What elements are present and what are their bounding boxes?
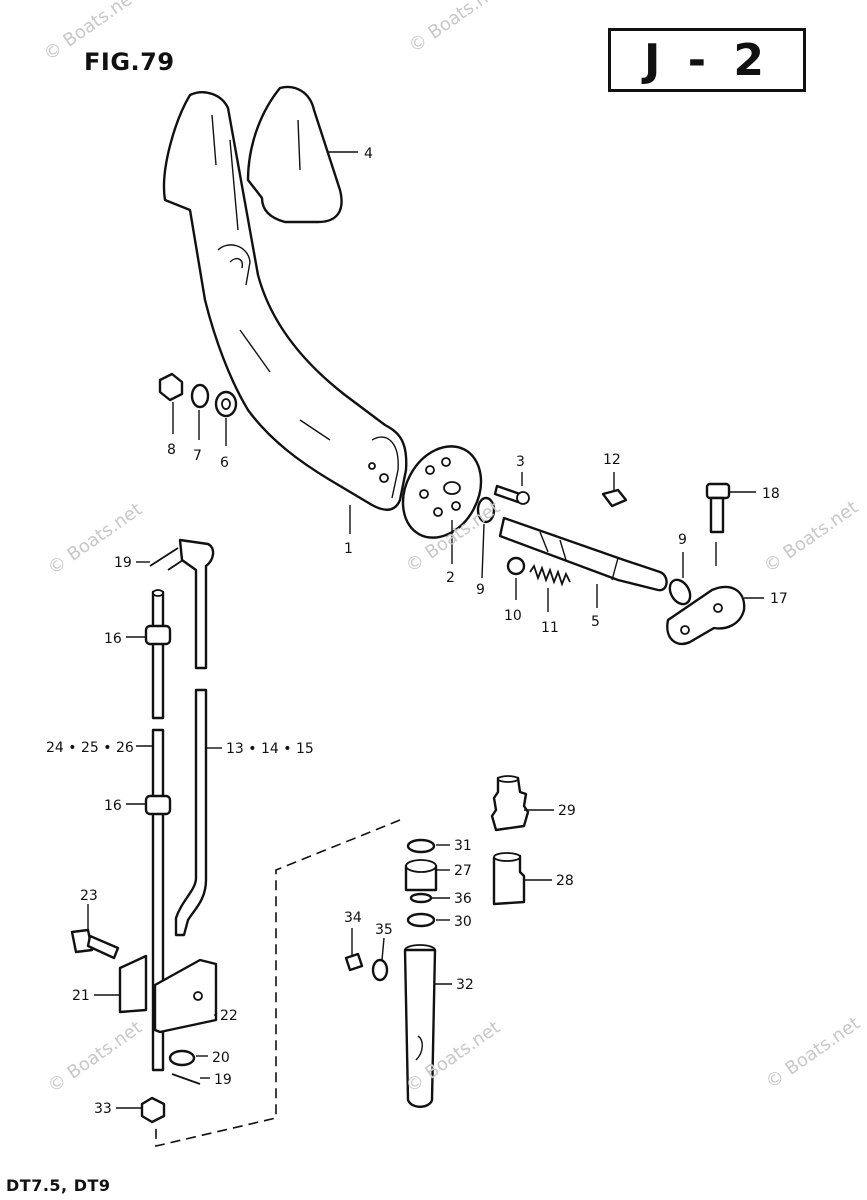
part-9-o-ring-b bbox=[668, 578, 692, 606]
part-34-screw bbox=[344, 952, 364, 972]
section-code-box: J - 2 bbox=[608, 28, 806, 92]
part-33-nut bbox=[140, 1096, 166, 1124]
callout-19a: 19 bbox=[114, 555, 132, 571]
callout-6: 6 bbox=[220, 455, 229, 471]
callout-29: 29 bbox=[558, 803, 576, 819]
callout-19b: 19 bbox=[214, 1072, 232, 1088]
part-1-clamp-bracket bbox=[162, 91, 408, 511]
part-16-grommet-a bbox=[144, 624, 172, 646]
part-21-clip bbox=[118, 954, 148, 1014]
callout-3: 3 bbox=[516, 454, 525, 470]
callout-34: 34 bbox=[344, 910, 362, 926]
callout-35: 35 bbox=[375, 922, 393, 938]
callout-18: 18 bbox=[762, 486, 780, 502]
callout-5: 5 bbox=[591, 614, 600, 630]
callout-12: 12 bbox=[603, 452, 621, 468]
part-28-bushing bbox=[492, 852, 526, 906]
callout-21: 21 bbox=[72, 988, 90, 1004]
callout-8: 8 bbox=[167, 442, 176, 458]
part-17-lever bbox=[666, 585, 746, 646]
callout-33: 33 bbox=[94, 1101, 112, 1117]
callout-labels: 1 2 3 4 5 6 7 8 9 9 10 11 12 13 • 14 • 1… bbox=[46, 146, 788, 1117]
part-18-pin bbox=[705, 482, 731, 534]
model-label: DT7.5, DT9 bbox=[6, 1176, 111, 1195]
callout-7: 7 bbox=[193, 448, 202, 464]
part-19-screw-bottom bbox=[171, 1073, 201, 1085]
callout-13-14-15: 13 • 14 • 15 bbox=[226, 741, 314, 757]
part-31-ring bbox=[406, 838, 436, 854]
part-16-grommet-b bbox=[144, 794, 172, 816]
part-4-cover bbox=[246, 85, 343, 224]
callout-17: 17 bbox=[770, 591, 788, 607]
part-10-ball bbox=[506, 556, 526, 576]
callout-22: 22 bbox=[220, 1008, 238, 1024]
assembly-dash-line bbox=[155, 819, 401, 1148]
part-30-washer bbox=[406, 912, 436, 928]
callout-1: 1 bbox=[344, 541, 353, 557]
part-35-washer bbox=[371, 958, 389, 982]
callout-27: 27 bbox=[454, 863, 472, 879]
part-24-shift-rod bbox=[151, 589, 165, 1072]
part-3-bolt bbox=[493, 484, 530, 505]
callout-10: 10 bbox=[504, 608, 522, 624]
part-36-washer bbox=[409, 892, 433, 904]
part-27-bushing bbox=[404, 859, 438, 892]
callout-31: 31 bbox=[454, 838, 472, 854]
figure-title: FIG.79 bbox=[84, 48, 175, 76]
callout-11: 11 bbox=[541, 620, 559, 636]
callout-32: 32 bbox=[456, 977, 474, 993]
part-5-shaft bbox=[498, 516, 668, 592]
callout-23: 23 bbox=[80, 888, 98, 904]
leader-lines bbox=[87, 151, 764, 1109]
part-2-plate bbox=[401, 445, 483, 539]
callout-9a: 9 bbox=[476, 582, 485, 598]
callout-24-25-26: 24 • 25 • 26 bbox=[46, 740, 134, 756]
part-9-o-ring-a bbox=[476, 496, 496, 524]
section-code: J - 2 bbox=[644, 34, 770, 86]
part-23-bolt bbox=[70, 928, 120, 960]
part-12-fitting bbox=[601, 488, 628, 508]
part-32-shaft bbox=[403, 944, 437, 1108]
callout-20: 20 bbox=[212, 1050, 230, 1066]
part-29-boot bbox=[490, 775, 530, 832]
part-8-nut bbox=[158, 372, 184, 402]
part-11-spring bbox=[529, 563, 571, 587]
callout-28: 28 bbox=[556, 873, 574, 889]
part-20-washer bbox=[168, 1049, 196, 1067]
callout-16a: 16 bbox=[104, 631, 122, 647]
callout-36: 36 bbox=[454, 891, 472, 907]
callout-30: 30 bbox=[454, 914, 472, 930]
callout-4: 4 bbox=[364, 146, 373, 162]
part-7-washer bbox=[190, 383, 210, 409]
callout-9b: 9 bbox=[678, 532, 687, 548]
part-13-rod bbox=[174, 538, 215, 937]
callout-16b: 16 bbox=[104, 798, 122, 814]
callout-2: 2 bbox=[446, 570, 455, 586]
part-22-block bbox=[153, 958, 218, 1034]
